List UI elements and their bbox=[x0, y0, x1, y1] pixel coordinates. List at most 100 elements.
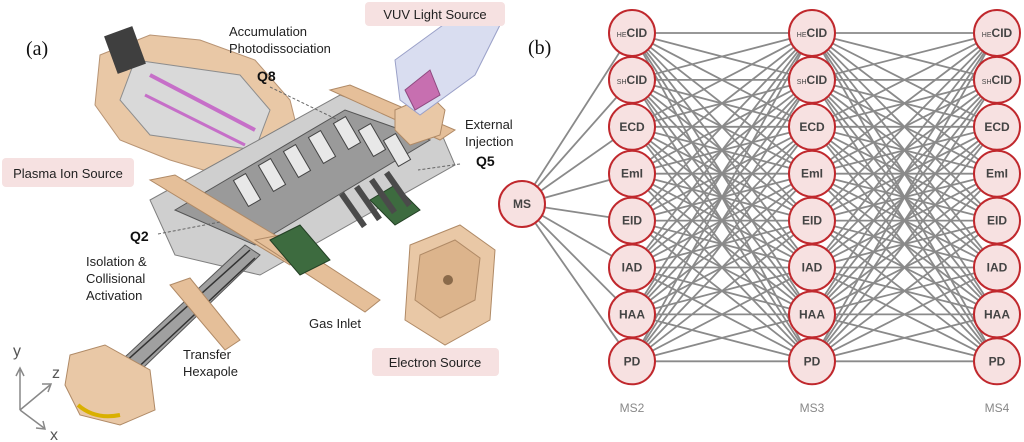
edge-ms2-to-ms3 bbox=[631, 32, 813, 175]
node-label: SHCID bbox=[617, 73, 648, 87]
node-label: HAA bbox=[619, 307, 645, 321]
node-label: IAD bbox=[987, 261, 1008, 275]
edge-ms2-to-ms3 bbox=[631, 32, 813, 315]
node-ms3-emi: EmI bbox=[788, 149, 836, 198]
node-ms2-hecid: HECID bbox=[608, 9, 656, 57]
node-label: SHCID bbox=[797, 73, 828, 87]
node-ms4-pd: PD bbox=[973, 337, 1021, 386]
node-ms3-haa: HAA bbox=[788, 290, 836, 339]
node-circle bbox=[498, 180, 546, 228]
node-ms2-haa: HAA bbox=[608, 290, 656, 339]
node-circle bbox=[788, 337, 836, 386]
node-ms4-emi: EmI bbox=[973, 149, 1021, 198]
node-ms4-shcid: SHCID bbox=[973, 55, 1021, 104]
edge-ms3-to-ms4 bbox=[811, 32, 998, 222]
axis-triad bbox=[15, 366, 53, 430]
edge-ms3-to-ms4 bbox=[811, 32, 998, 269]
pill-electron-source: Electron Source bbox=[372, 348, 499, 376]
label-collisional: Collisional bbox=[86, 271, 145, 286]
axis-label-x: x bbox=[50, 427, 58, 442]
axis-label-y: y bbox=[13, 343, 21, 360]
node-ms3-hecid: HECID bbox=[788, 9, 836, 57]
network-nodes: MS HECID SHCID ECD EmI EID IAD HAA PD HECID SHCID E… bbox=[498, 9, 1021, 386]
label-isolation: Isolation & bbox=[86, 254, 147, 269]
label-q2: Q2 bbox=[130, 228, 149, 244]
svg-text:VUV Light Source: VUV Light Source bbox=[383, 7, 486, 22]
node-label: PD bbox=[804, 354, 821, 368]
label-transfer: Transfer bbox=[183, 347, 232, 362]
node-ms4-hecid: HECID bbox=[973, 9, 1021, 57]
edge-ms3-to-ms4 bbox=[811, 313, 998, 363]
panel-label-a: (a) bbox=[26, 38, 48, 60]
node-label: HECID bbox=[982, 26, 1013, 40]
svg-text:Plasma Ion Source: Plasma Ion Source bbox=[13, 166, 123, 181]
edge-ms2-to-ms3 bbox=[631, 173, 813, 362]
node-ms3-eid: EID bbox=[788, 196, 836, 245]
edge-ms2-to-ms3 bbox=[631, 32, 813, 81]
node-ms3-pd: PD bbox=[788, 337, 836, 386]
edge-ms2-to-ms3 bbox=[631, 126, 813, 362]
node-ms2-iad: IAD bbox=[608, 243, 656, 292]
edge-ms-to-ms2 bbox=[521, 79, 633, 205]
label-accumulation: Accumulation bbox=[229, 24, 307, 39]
label-activation: Activation bbox=[86, 288, 142, 303]
node-ms4-ecd: ECD bbox=[973, 102, 1021, 151]
stage-label-ms3: MS3 bbox=[800, 401, 825, 415]
node-ms2-shcid: SHCID bbox=[608, 55, 656, 104]
edge-ms-to-ms2 bbox=[521, 32, 633, 205]
label-q5: Q5 bbox=[476, 153, 495, 169]
node-label: HECID bbox=[617, 26, 648, 40]
stage-label-ms4: MS4 bbox=[985, 401, 1010, 415]
node-ms-root: MS bbox=[498, 180, 546, 228]
node-label: EmI bbox=[986, 167, 1008, 181]
label-gas-inlet: Gas Inlet bbox=[309, 316, 361, 331]
edge-ms2-to-ms3 bbox=[631, 313, 813, 363]
edge-ms3-to-ms4 bbox=[811, 266, 998, 363]
edge-ms2-to-ms3 bbox=[631, 32, 813, 128]
node-label: ECD bbox=[799, 120, 825, 134]
node-circle bbox=[973, 337, 1021, 386]
axis-label-z: z bbox=[52, 365, 60, 382]
edge-ms3-to-ms4 bbox=[811, 79, 998, 362]
edge-ms3-to-ms4 bbox=[811, 126, 998, 362]
node-label: ECD bbox=[984, 120, 1010, 134]
label-external: External bbox=[465, 117, 513, 132]
network-edges bbox=[521, 32, 998, 363]
node-ms3-iad: IAD bbox=[788, 243, 836, 292]
edge-ms3-to-ms4 bbox=[811, 219, 998, 363]
node-label: HAA bbox=[799, 307, 825, 321]
label-hexapole: Hexapole bbox=[183, 364, 238, 379]
pill-vuv-light-source: VUV Light Source bbox=[365, 2, 505, 26]
edge-ms3-to-ms4 bbox=[811, 32, 998, 128]
node-label: SHCID bbox=[982, 73, 1013, 87]
edge-ms-to-ms2 bbox=[521, 203, 633, 316]
node-label: EmI bbox=[801, 167, 823, 181]
node-ms3-ecd: ECD bbox=[788, 102, 836, 151]
edge-ms3-to-ms4 bbox=[811, 32, 998, 81]
label-q8: Q8 bbox=[257, 68, 276, 84]
edge-ms2-to-ms3 bbox=[631, 32, 813, 269]
node-label: PD bbox=[624, 354, 641, 368]
node-label: ECD bbox=[619, 120, 645, 134]
edge-ms3-to-ms4 bbox=[811, 32, 998, 175]
node-label: EID bbox=[987, 214, 1007, 228]
node-label: HECID bbox=[797, 26, 828, 40]
node-ms2-emi: EmI bbox=[608, 149, 656, 198]
svg-text:Electron Source: Electron Source bbox=[389, 355, 482, 370]
node-label: EID bbox=[622, 214, 642, 228]
edge-ms-to-ms2 bbox=[521, 203, 633, 362]
edge-ms2-to-ms3 bbox=[631, 219, 813, 363]
node-label: EmI bbox=[621, 167, 643, 181]
stage-label-ms2: MS2 bbox=[620, 401, 645, 415]
node-ms4-iad: IAD bbox=[973, 243, 1021, 292]
label-injection: Injection bbox=[465, 134, 513, 149]
label-photodissociation: Photodissociation bbox=[229, 41, 331, 56]
panel-label-b: (b) bbox=[528, 37, 551, 59]
node-label: IAD bbox=[802, 261, 823, 275]
node-label: IAD bbox=[622, 261, 643, 275]
pill-plasma-ion-source: Plasma Ion Source bbox=[2, 158, 134, 187]
node-circle bbox=[608, 337, 656, 386]
edge-ms2-to-ms3 bbox=[631, 32, 813, 222]
node-ms2-eid: EID bbox=[608, 196, 656, 245]
